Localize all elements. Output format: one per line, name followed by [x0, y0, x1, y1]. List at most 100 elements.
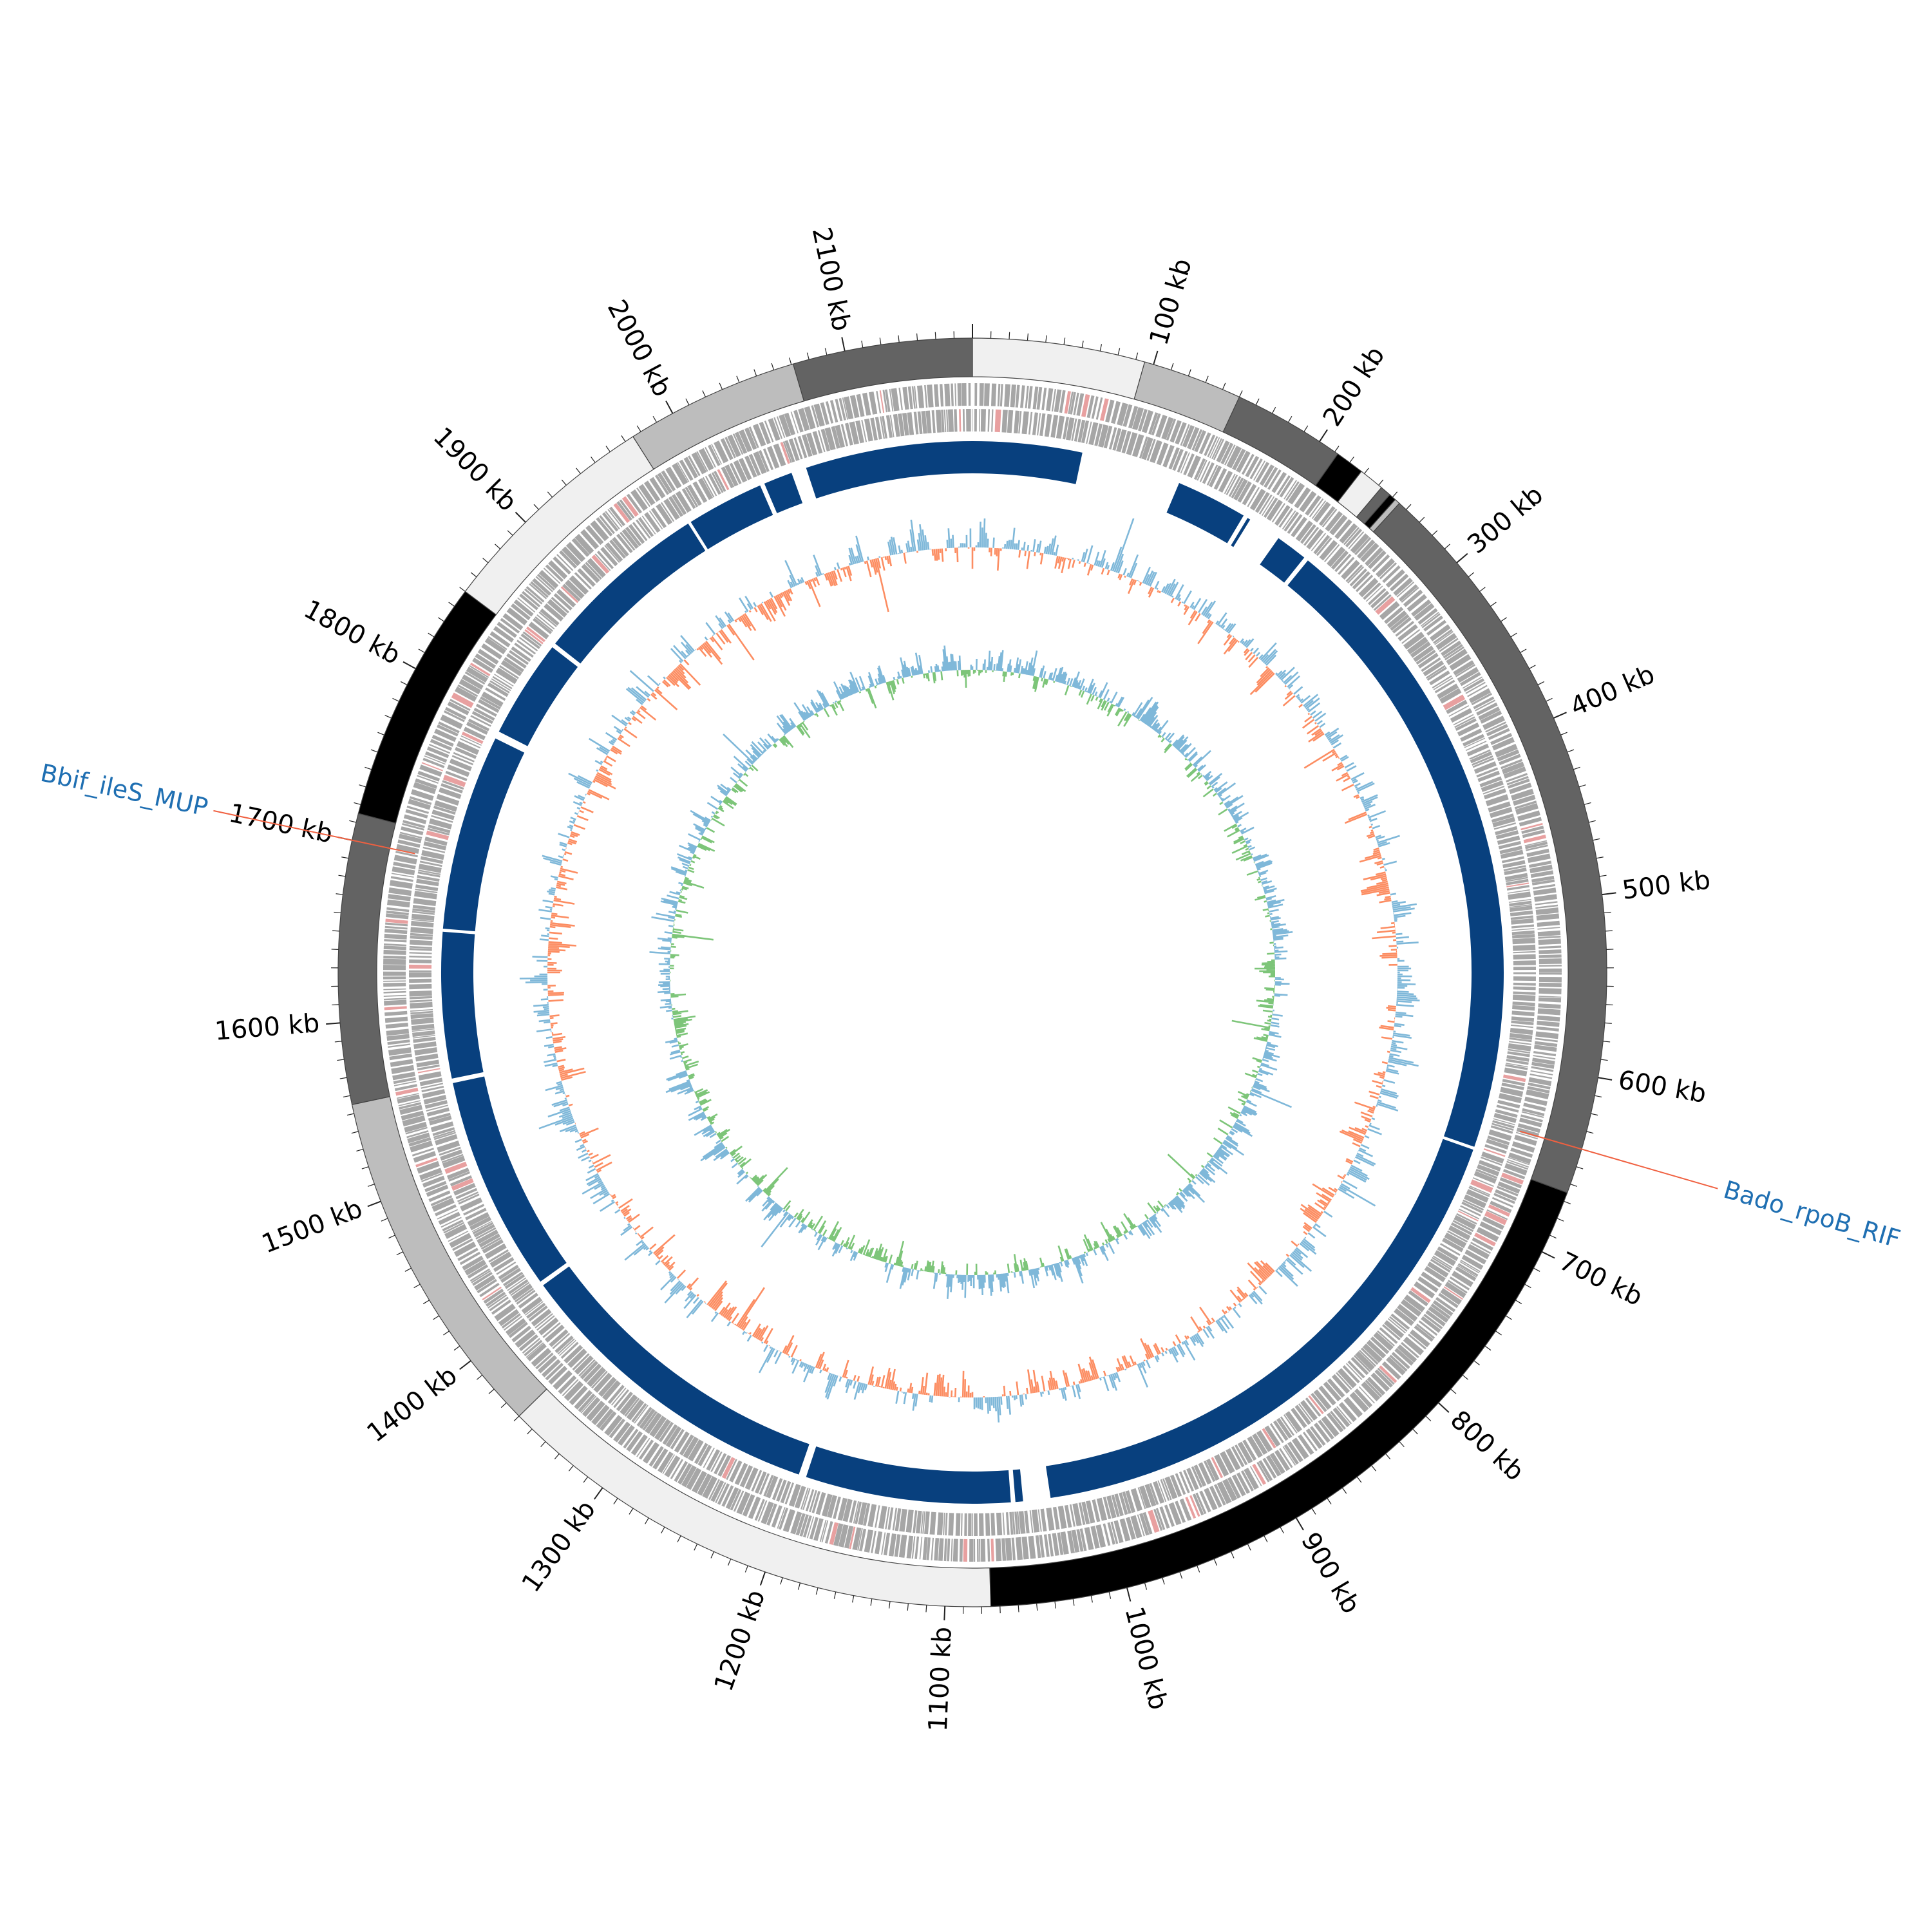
gene-feature: [469, 662, 491, 677]
gene-feature: [1444, 646, 1464, 661]
gene-feature: [1390, 1313, 1410, 1330]
gene-feature: [1273, 1420, 1289, 1441]
gene-feature: [1172, 448, 1184, 471]
gene-feature: [652, 1448, 668, 1470]
gene-feature: [1078, 1502, 1086, 1525]
alignment-block: [1012, 1469, 1023, 1502]
minor-tick: [1287, 415, 1293, 423]
gene-feature: [887, 1507, 894, 1530]
gene-feature: [1360, 1347, 1379, 1365]
gene-feature: [583, 1363, 602, 1383]
gene-feature: [1503, 865, 1526, 871]
gene-feature: [702, 477, 715, 498]
gene-feature: [805, 1489, 815, 1511]
minor-tick: [1144, 1582, 1148, 1590]
gene-feature: [385, 1022, 409, 1029]
gene-feature: [441, 1153, 464, 1164]
gene-feature: [624, 1397, 640, 1417]
gene-feature: [1501, 759, 1523, 770]
gene-feature: [1079, 1528, 1087, 1551]
gene-feature: [1318, 1385, 1336, 1406]
gc-skew-track: [519, 518, 1420, 1423]
gene-feature: [410, 789, 434, 801]
minor-tick: [1599, 875, 1607, 877]
gene-feature: [1343, 527, 1360, 545]
minor-tick: [824, 348, 828, 355]
gene-feature: [1375, 596, 1396, 615]
gene-feature: [1345, 564, 1363, 583]
minor-tick: [1271, 406, 1276, 414]
gene-feature: [1476, 1227, 1499, 1242]
gene-feature: [726, 1459, 737, 1480]
gene-feature: [1302, 1432, 1318, 1452]
gene-feature: [409, 955, 432, 958]
gene-feature: [420, 856, 444, 864]
gene-feature: [506, 653, 527, 669]
gene-feature: [864, 418, 873, 442]
gene-feature: [1499, 1177, 1522, 1189]
gene-feature: [1012, 1511, 1016, 1535]
gene-feature: [1244, 1467, 1259, 1490]
gene-feature: [1119, 1518, 1131, 1542]
gene-feature: [1440, 1243, 1461, 1256]
gene-feature: [784, 440, 795, 462]
gene-feature: [1347, 1360, 1365, 1379]
gene-feature: [544, 603, 564, 621]
gene-feature: [1384, 607, 1404, 624]
gene-feature: [1462, 676, 1483, 689]
minor-tick: [1537, 681, 1545, 685]
gene-feature: [921, 411, 927, 434]
gene-feature: [1486, 1139, 1509, 1150]
gene-feature: [409, 990, 432, 997]
gene-feature: [697, 478, 714, 500]
minor-tick: [365, 766, 372, 770]
gene-feature: [724, 437, 736, 459]
gene-feature: [1209, 437, 1220, 459]
gene-feature: [1470, 1179, 1493, 1193]
gene-feature: [650, 507, 667, 529]
gene-feature: [1475, 1168, 1498, 1179]
gene-feature: [410, 1010, 433, 1015]
gene-feature: [426, 1104, 448, 1112]
gene-feature: [538, 1317, 559, 1336]
gene-feature: [784, 1482, 794, 1505]
gene-feature: [586, 1400, 605, 1421]
gene-feature: [1175, 422, 1187, 445]
minor-tick: [1573, 766, 1580, 770]
gene-feature: [488, 636, 507, 650]
gene-feature: [1432, 1255, 1453, 1269]
gene-feature: [602, 1380, 621, 1401]
gc-content-negative: [669, 669, 1276, 1276]
minor-tick: [533, 504, 539, 510]
gene-feature: [511, 603, 531, 621]
gene-feature: [401, 1110, 424, 1121]
gene-feature: [829, 1522, 838, 1546]
gene-feature: [438, 721, 460, 734]
gene-feature: [1071, 418, 1077, 441]
gene-feature: [1529, 860, 1552, 868]
gene-feature: [1069, 1504, 1075, 1527]
gene-feature: [1514, 800, 1537, 810]
gene-feature: [916, 385, 924, 408]
minor-tick: [629, 1508, 634, 1515]
tick-label: 300 kb: [1462, 480, 1549, 560]
gene-feature: [409, 796, 432, 806]
gene-feature: [790, 412, 799, 433]
minor-tick: [1419, 516, 1425, 523]
gene-feature: [591, 554, 610, 574]
gene-feature: [739, 1465, 753, 1488]
gene-feature: [936, 1512, 943, 1535]
gene-feature: [821, 1493, 833, 1517]
gene-feature: [473, 707, 495, 721]
gene-feature: [417, 770, 440, 782]
gene-feature: [1160, 1479, 1170, 1501]
gene-feature: [894, 1534, 901, 1557]
minor-tick: [392, 697, 399, 702]
gene-feature: [968, 1513, 972, 1536]
gene-feature: [1309, 498, 1324, 518]
gene-feature: [1249, 1466, 1262, 1486]
gene-feature: [725, 1487, 739, 1510]
gene-feature: [396, 1093, 419, 1099]
gene-feature: [1318, 506, 1336, 526]
annotation-label: Bbif_ileS_MUP: [38, 759, 211, 822]
